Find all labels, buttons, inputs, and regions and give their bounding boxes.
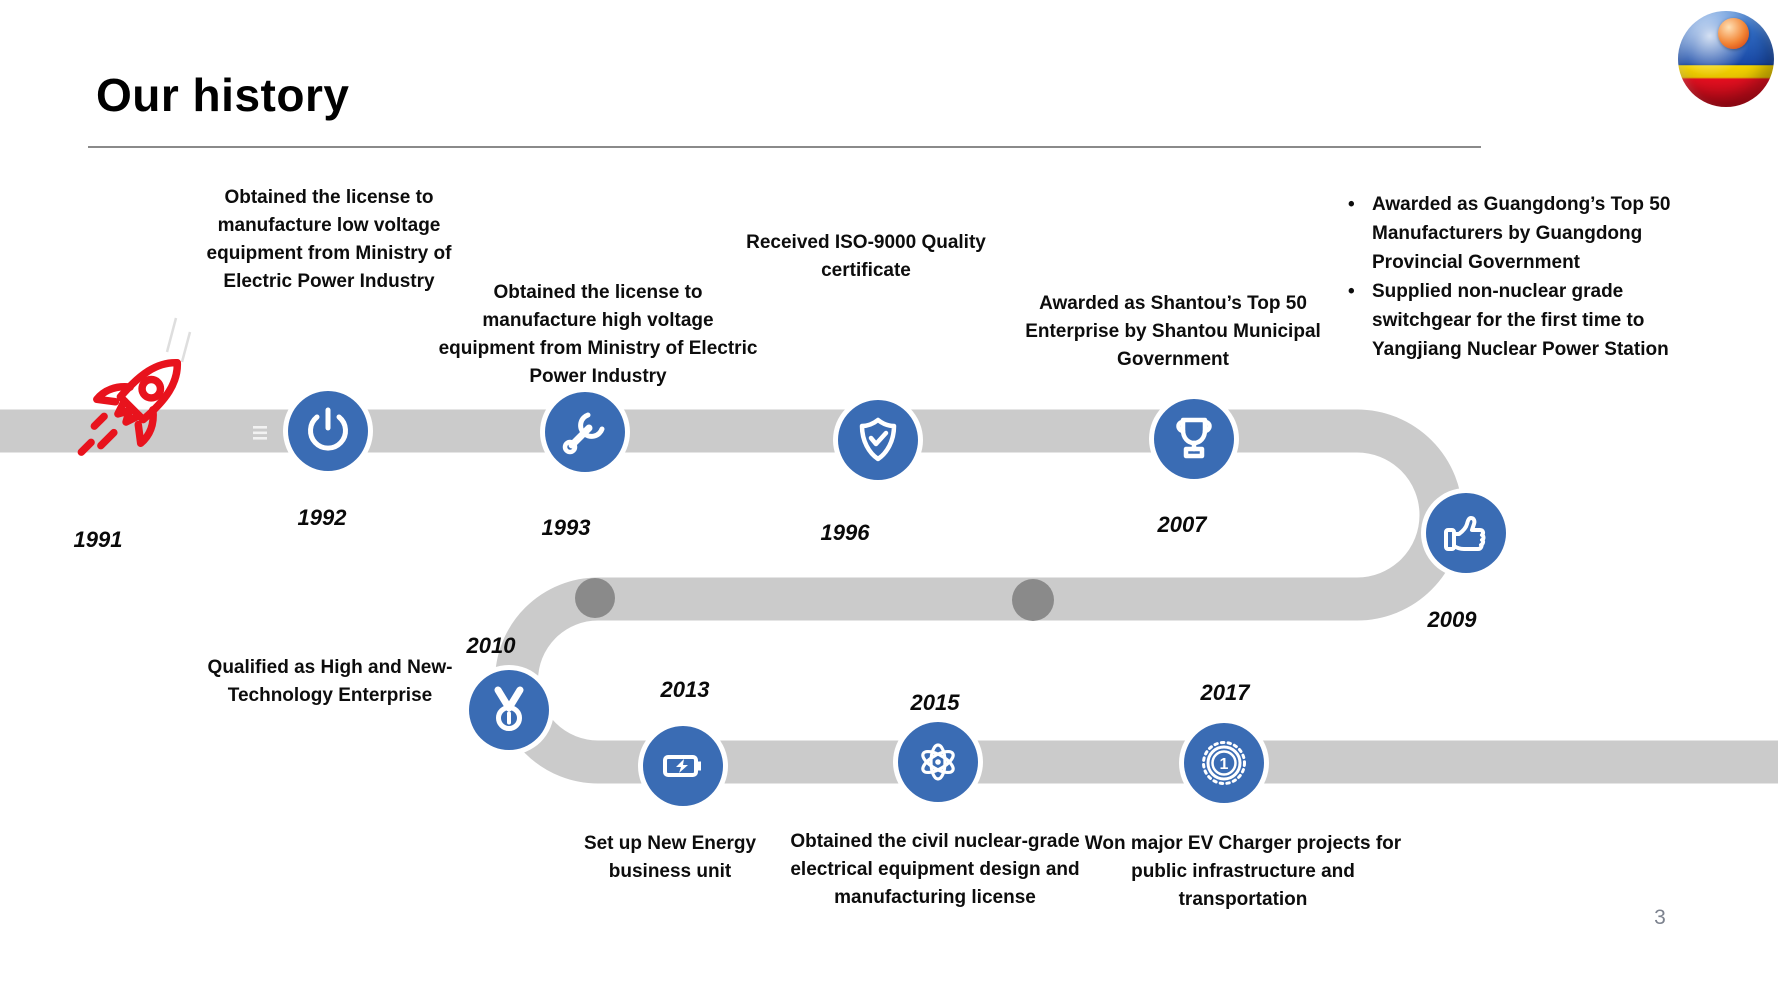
medal-icon [464,665,554,755]
company-logo-sphere [1678,11,1774,107]
milestone-text-2013: Set up New Energy business unit [583,833,757,882]
year-label-2010: 2010 [466,633,516,658]
rocket-icon [10,310,240,540]
year-label-1992: 1992 [297,505,347,530]
timeline-dot-right [1012,579,1054,621]
title-divider [88,146,1481,148]
year-label-1996: 1996 [820,520,870,545]
trophy-icon [1149,394,1239,484]
milestone-text-1992: Obtained the license to manufacture low … [206,187,452,292]
rocket-speed-lines [165,317,192,363]
battery-charging-icon [638,721,728,811]
badge-number-label: 1 [1220,756,1229,773]
milestone-text-1993: Obtained the license to manufacture high… [438,282,758,387]
year-label-1993: 1993 [541,515,591,540]
year-label-2015: 2015 [910,690,960,715]
year-label-2017: 2017 [1200,680,1250,705]
milestone-text-2010: Qualified as High and New- Technology En… [207,657,453,706]
badge-number-1-icon: 1 [1179,718,1269,808]
milestone-text-1996: Received ISO-9000 Quality certificate [746,232,986,281]
bullet-item: Supplied non-nuclear grade switchgear fo… [1348,277,1732,364]
year-label-2013: 2013 [660,677,710,702]
timeline-dot-left [575,578,615,618]
shield-check-icon [833,395,923,485]
milestone-text-2017: Won major EV Charger projects for public… [1084,833,1402,910]
year-label-1991: 1991 [73,527,123,552]
milestone-text-2015: Obtained the civil nuclear-grade electri… [790,831,1080,908]
bullet-item: Awarded as Guangdong’s Top 50 Manufactur… [1348,190,1732,277]
track-equals-mark [253,426,267,440]
power-icon [283,386,373,476]
page-number: 3 [1654,906,1666,929]
milestone-bullets-2009: Awarded as Guangdong’s Top 50 Manufactur… [1346,190,1732,364]
milestone-text-2007: Awarded as Shantou’s Top 50 Enterprise b… [1025,293,1321,370]
thumbs-up-icon [1421,488,1511,578]
wrench-icon [540,387,630,477]
year-label-2009: 2009 [1427,607,1477,632]
atom-icon [893,717,983,807]
logo-small-sphere [1718,18,1749,49]
page-title: Our history [96,69,350,121]
year-label-2007: 2007 [1157,512,1207,537]
